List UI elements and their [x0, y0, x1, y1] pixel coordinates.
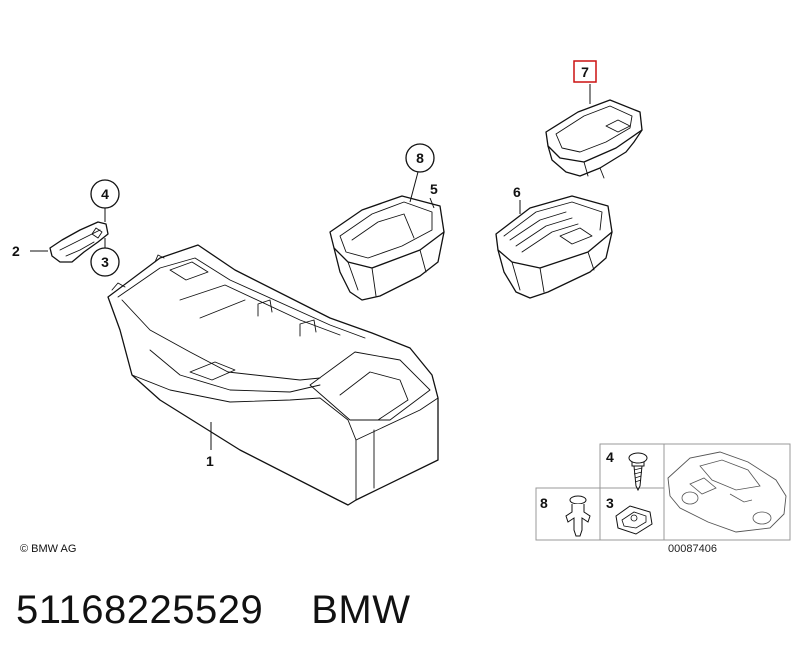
brand-name: BMW: [311, 588, 411, 632]
legend-label-8: 8: [540, 495, 548, 511]
part-7-tray[interactable]: [545, 84, 643, 179]
callout-2-label: 2: [12, 243, 20, 259]
callout-5: 5: [430, 181, 438, 197]
fastener-legend: 4 8 3 00087406: [535, 443, 791, 555]
part-1-center-console[interactable]: [107, 244, 439, 506]
callout-2: 2: [12, 243, 20, 259]
screw-icon: [628, 452, 648, 492]
callout-1: 1: [206, 453, 214, 469]
callout-3-label: 3: [101, 254, 109, 270]
callout-5-label: 5: [430, 181, 438, 197]
legend-label-4: 4: [606, 449, 614, 465]
callout-4: 4: [90, 179, 120, 209]
callout-6-label: 6: [513, 184, 521, 200]
legend-label-3: 3: [606, 495, 614, 511]
callout-7: 7: [573, 60, 597, 83]
callout-8: 8: [405, 143, 435, 173]
part-number: 51168225529: [16, 588, 264, 632]
callout-1-label: 1: [206, 453, 214, 469]
callout-6: 6: [513, 184, 521, 200]
footer-caption: 51168225529 BMW: [16, 588, 411, 633]
callout-8-label: 8: [416, 150, 424, 166]
callout-7-label: 7: [581, 64, 589, 80]
car-outline-icon: [667, 451, 787, 533]
expanding-rivet-icon: [565, 495, 591, 537]
part-6-ashtray[interactable]: [495, 195, 613, 299]
copyright-text: © BMW AG: [20, 543, 76, 555]
part-5-insert[interactable]: [329, 171, 445, 301]
callout-4-label: 4: [101, 186, 109, 202]
callout-7-highlight-box: [573, 60, 597, 83]
callout-3: 3: [90, 247, 120, 277]
diagram-image-number: 00087406: [668, 543, 717, 555]
nut-clip-icon: [615, 505, 653, 535]
